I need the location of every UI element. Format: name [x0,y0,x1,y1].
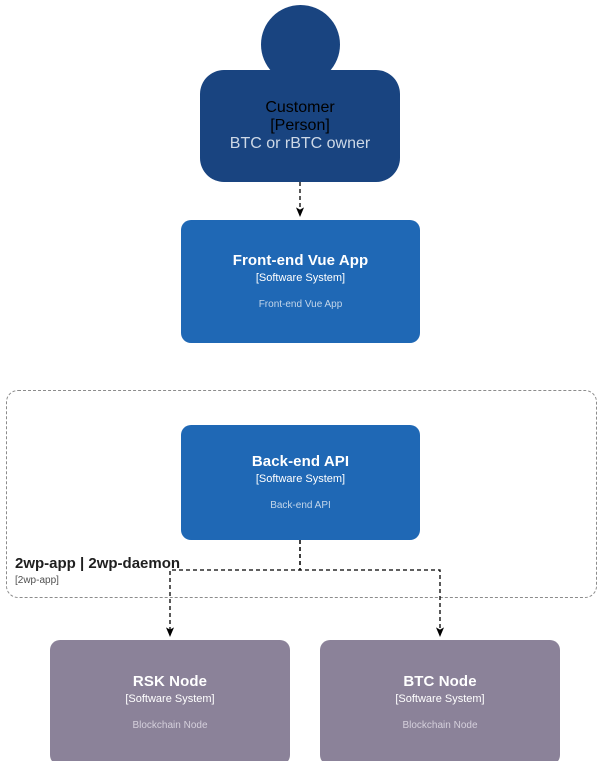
person-name: Customer [265,99,335,116]
boundary-title: 2wp-app | 2wp-daemon [15,555,181,572]
system-backend-name: Back-end API [251,453,350,470]
system-btc-node[interactable]: BTC Node [Software System] Blockchain No… [320,640,560,761]
system-rsk-node[interactable]: RSK Node [Software System] Blockchain No… [50,640,290,761]
system-rsk-description: Blockchain Node [132,720,208,731]
system-frontend-type: [Software System] [255,272,346,284]
system-backend-type: [Software System] [255,473,346,485]
person-customer[interactable]: Customer [Person] BTC or rBTC owner [200,5,400,182]
system-backend-api[interactable]: Back-end API [Software System] Back-end … [181,425,420,540]
system-frontend-vue-app[interactable]: Front-end Vue App [Software System] Fron… [181,220,420,343]
boundary-label: 2wp-app | 2wp-daemon [2wp-app] [15,554,180,587]
person-type: [Person] [270,117,330,134]
system-btc-name: BTC Node [403,673,477,690]
system-backend-description: Back-end API [270,500,331,511]
system-btc-description: Blockchain Node [402,720,478,731]
person-body: Customer [Person] BTC or rBTC owner [200,70,400,182]
system-frontend-name: Front-end Vue App [232,252,369,269]
system-rsk-type: [Software System] [125,693,215,705]
boundary-type: [2wp-app] [15,575,59,586]
system-btc-type: [Software System] [395,693,485,705]
person-description: BTC or rBTC owner [229,135,371,152]
system-frontend-description: Front-end Vue App [258,299,343,310]
system-rsk-name: RSK Node [132,673,208,690]
